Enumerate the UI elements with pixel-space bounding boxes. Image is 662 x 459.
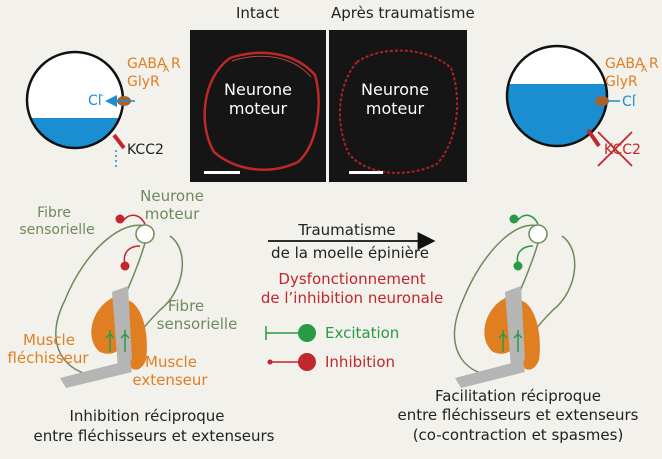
excitatory-synapse-1: [509, 214, 519, 224]
motor-neuron-label-1: Neurone: [140, 187, 204, 205]
excitatory-synapse-2: [513, 261, 523, 271]
ion-label-after: Cl: [622, 94, 636, 110]
neuron-label-after-2: moteur: [366, 99, 425, 118]
micro-panel-intact: Neurone moteur: [190, 30, 326, 182]
cross-out-icon: [597, 131, 633, 167]
caption-right-3: (co-contraction et spasmes): [413, 426, 624, 444]
extensor-label-1: Muscle: [145, 353, 197, 371]
ion-label-intact: Cl: [88, 93, 102, 109]
kcc2-label-intact: KCC2: [127, 142, 164, 158]
sensory-fibre-mid-1: Fibre: [168, 297, 204, 315]
cell-after: Cl - GABA A R GlyR KCC2: [505, 44, 659, 167]
micro-panel-after: Neurone moteur: [329, 30, 467, 182]
cell-intact: Cl - GABA A R GlyR KCC2: [25, 50, 181, 168]
motor-neuron-label-2: moteur: [145, 205, 200, 223]
excitation-dot: [298, 324, 316, 342]
inhibition-dot: [298, 353, 316, 371]
legend-inhibition: Inhibition: [325, 353, 395, 371]
receptor-label-intact-2: GlyR: [127, 74, 160, 90]
receptor-sup-intact: R: [171, 56, 181, 72]
trauma-label-1: Traumatisme: [297, 221, 395, 239]
circuit-after: [453, 214, 576, 388]
receptor-icon-after: [595, 96, 609, 106]
label-intact: Intact: [236, 4, 280, 22]
motor-neuron-intact: [135, 224, 155, 244]
label-after-trauma: Après traumatisme: [331, 4, 475, 22]
extensor-label-2: extenseur: [132, 371, 208, 389]
caption-left-1: Inhibition réciproque: [69, 407, 224, 425]
neuron-label-intact-1: Neurone: [224, 80, 292, 99]
neuron-membrane-intact: Neurone moteur: [203, 51, 320, 174]
dysfunction-label-1: Dysfonctionnement: [278, 270, 425, 288]
kcc2-transporter-after: [586, 128, 601, 148]
receptor-sub-after: A: [641, 65, 648, 75]
receptor-sub-intact: A: [163, 65, 170, 75]
dysfunction-label-2: de l’inhibition neuronale: [261, 289, 443, 307]
receptor-label-after-1: GABA: [605, 56, 645, 72]
legend: Excitation Inhibition: [265, 324, 399, 371]
caption-left-2: entre fléchisseurs et extenseurs: [33, 427, 274, 445]
caption-right-1: Facilitation réciproque: [435, 387, 601, 405]
receptor-label-intact-1: GABA: [127, 56, 167, 72]
ion-charge-intact: -: [100, 90, 104, 101]
sensory-fibre-top-1: Fibre: [37, 205, 71, 221]
chloride-level-intact: [27, 118, 123, 148]
neuron-label-intact-2: moteur: [229, 99, 288, 118]
sensory-fibre-mid-2: sensorielle: [157, 315, 238, 333]
caption-right-2: entre fléchisseurs et extenseurs: [397, 406, 638, 424]
sensory-fibre-top-2: sensorielle: [19, 222, 94, 238]
ion-charge-after: -: [633, 90, 637, 101]
excitation-symbol: [265, 326, 300, 340]
inhibitory-synapse-2: [120, 261, 130, 271]
receptor-label-after-2: GlyR: [605, 74, 638, 90]
bone-intact: [112, 286, 132, 368]
scale-bar-intact: [204, 171, 240, 174]
legend-excitation: Excitation: [325, 324, 399, 342]
scale-bar-after: [349, 171, 383, 174]
inhibitory-synapse-1: [115, 214, 125, 224]
flexor-label-1: Muscle: [23, 331, 75, 349]
neuron-label-after-1: Neurone: [361, 80, 429, 99]
circuit-intact: [55, 214, 184, 388]
flexor-label-2: fléchisseur: [7, 349, 89, 367]
receptor-sup-after: R: [649, 56, 659, 72]
trauma-label-2: de la moelle épinière: [271, 244, 429, 262]
kcc2-transporter-intact: [112, 133, 126, 150]
bone-after: [505, 286, 525, 368]
neuron-membrane-after: Neurone moteur: [339, 49, 459, 174]
motor-neuron-after: [528, 224, 548, 244]
